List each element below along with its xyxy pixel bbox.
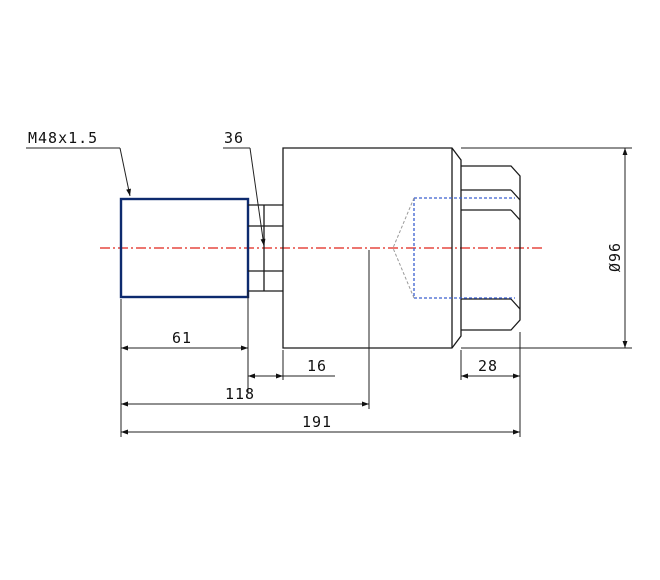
dim-16-label: 16	[307, 357, 327, 375]
small-diameter-label: 36	[224, 129, 244, 147]
hex-end	[461, 165, 521, 331]
dim-61-label: 61	[172, 329, 192, 347]
extension-lines	[120, 147, 632, 437]
leader-thread	[26, 147, 131, 197]
dim-28-label: 28	[478, 357, 498, 375]
threaded-section	[119, 197, 250, 299]
main-body	[282, 147, 462, 349]
hidden-bore	[392, 197, 515, 299]
neck-section	[248, 204, 283, 292]
leader-36	[223, 147, 266, 247]
diameter-96-label: Ø96	[606, 242, 624, 272]
dim-118-label: 118	[225, 385, 255, 403]
thread-label: M48x1.5	[28, 129, 98, 147]
dim-191-label: 191	[302, 413, 332, 431]
